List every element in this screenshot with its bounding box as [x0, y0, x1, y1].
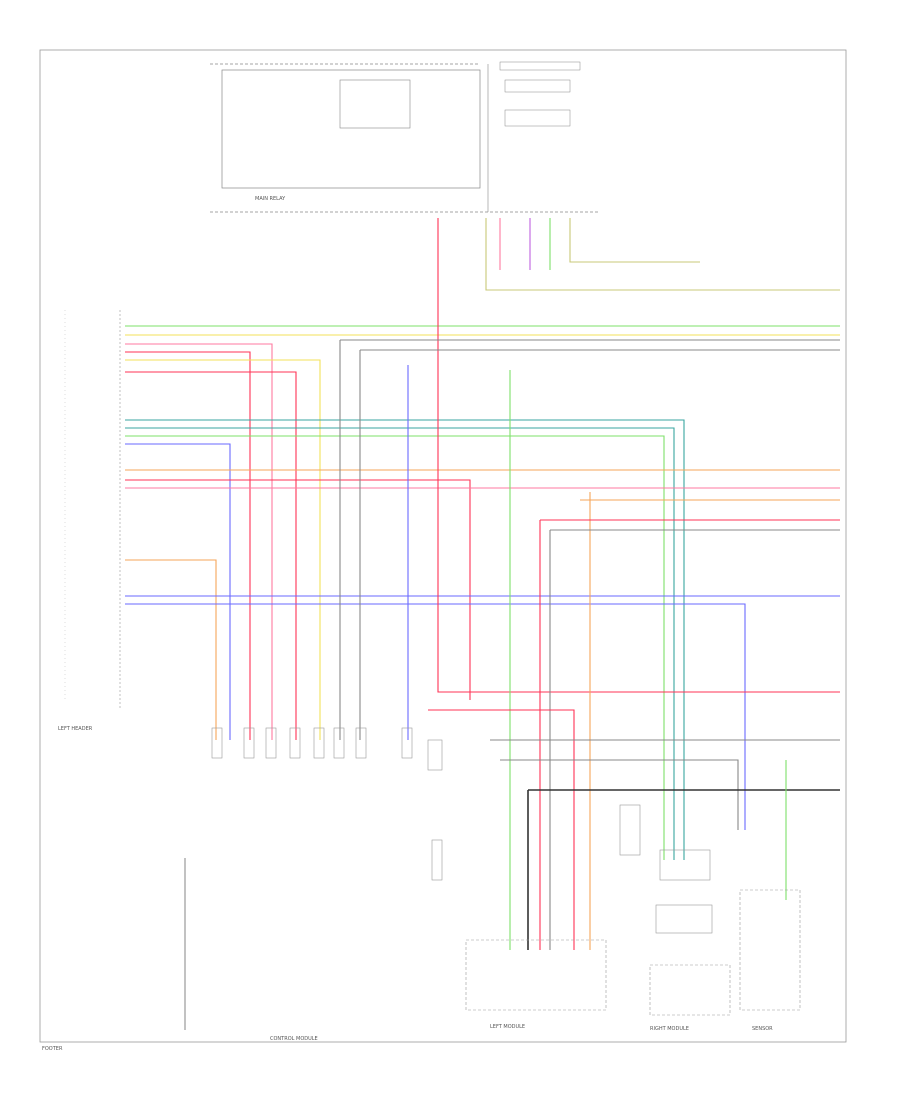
- power-distribution-block: MAIN RELAY: [210, 61, 600, 213]
- wire-bundle-vertical: [339, 218, 840, 950]
- left-module-label: LEFT MODULE: [490, 1024, 525, 1030]
- footer-id: FOOTER: [42, 1046, 63, 1052]
- main-relay-label: MAIN RELAY: [255, 196, 286, 202]
- left-connector: LEFT HEADER: [58, 310, 121, 732]
- lower-modules: [184, 804, 801, 1030]
- labels: CONTROL MODULE LEFT MODULE RIGHT MODULE …: [42, 1024, 773, 1052]
- right-module-label: RIGHT MODULE: [650, 1026, 689, 1032]
- left-header-label: LEFT HEADER: [58, 726, 93, 732]
- diagram-frame: [39, 49, 847, 1043]
- sensor-label: SENSOR: [752, 1026, 773, 1032]
- connector-pins: [211, 727, 713, 934]
- control-module-label: CONTROL MODULE: [270, 1036, 318, 1042]
- wire-bundle-horizontal: [125, 325, 840, 860]
